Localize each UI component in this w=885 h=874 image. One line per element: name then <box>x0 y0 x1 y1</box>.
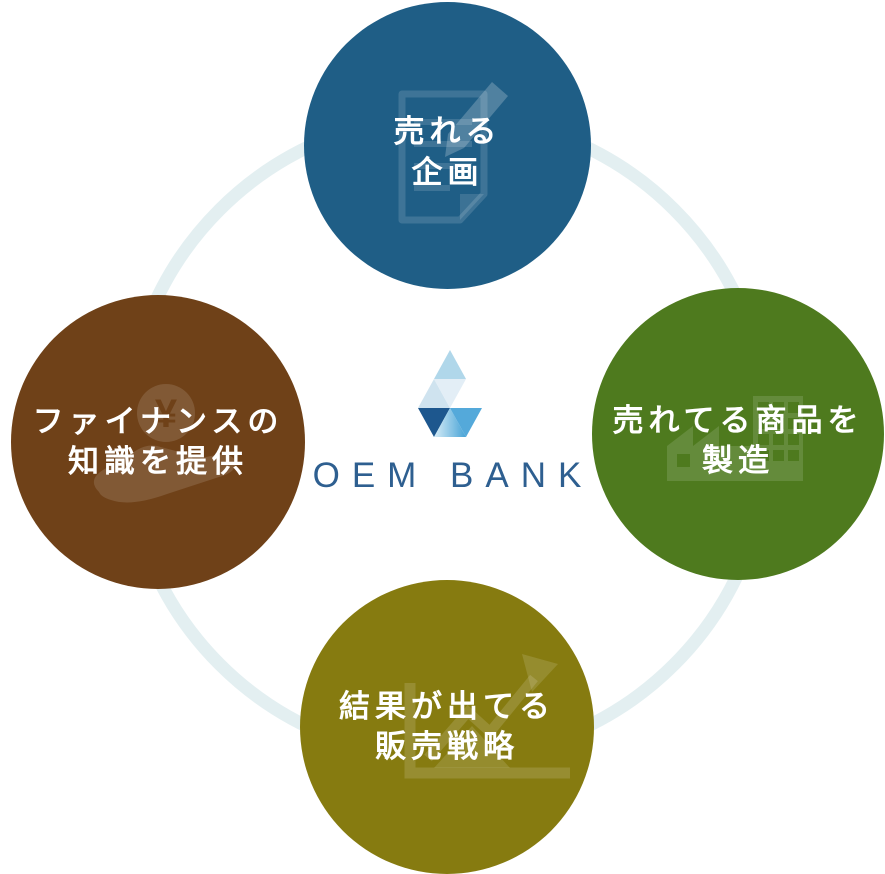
node-selling-plan: 売れる 企画 <box>304 2 591 289</box>
node-label-line2: 販売戦略 <box>375 729 519 764</box>
yen-symbol: ¥ <box>155 392 178 436</box>
node-label-line1: 結果が出てる <box>339 688 555 724</box>
logo-mark-icon <box>418 350 482 437</box>
node-label-line2: 製造 <box>701 443 774 478</box>
logo-facet-upper-right <box>434 379 466 408</box>
logo-facet-lower-left <box>418 408 450 437</box>
node-label: ファイナンスの 知識を提供 <box>33 402 284 483</box>
factory-icon <box>667 396 803 481</box>
node-sales-strategy: 結果が出てる 販売戦略 <box>300 580 594 874</box>
node-finance: ¥ ファイナンスの 知識を提供 <box>11 295 305 589</box>
node-label-line1: 売れる <box>393 114 502 150</box>
node-label-line2: 企画 <box>411 154 484 190</box>
node-label: 売れてる商品を 製造 <box>612 387 863 482</box>
node-manufacturing: 売れてる商品を 製造 <box>592 288 884 580</box>
node-label-line1: ファイナンスの <box>32 403 284 439</box>
node-label-line2: 知識を提供 <box>67 444 248 479</box>
node-label: 結果が出てる 販売戦略 <box>339 687 555 768</box>
hand-coin-icon: ¥ <box>93 384 236 503</box>
node-label: 売れる 企画 <box>394 98 502 193</box>
logo-facet-apex <box>434 350 466 379</box>
node-label-line1: 売れてる商品を <box>612 402 864 438</box>
growth-chart-icon <box>404 654 570 779</box>
logo-facet-lower-right <box>450 408 482 437</box>
logo-facet-lower-mid <box>434 408 466 437</box>
logo-facet-upper-left <box>418 379 450 408</box>
brand-wordmark: OEM BANK <box>312 456 594 495</box>
document-pencil-icon <box>398 82 508 224</box>
